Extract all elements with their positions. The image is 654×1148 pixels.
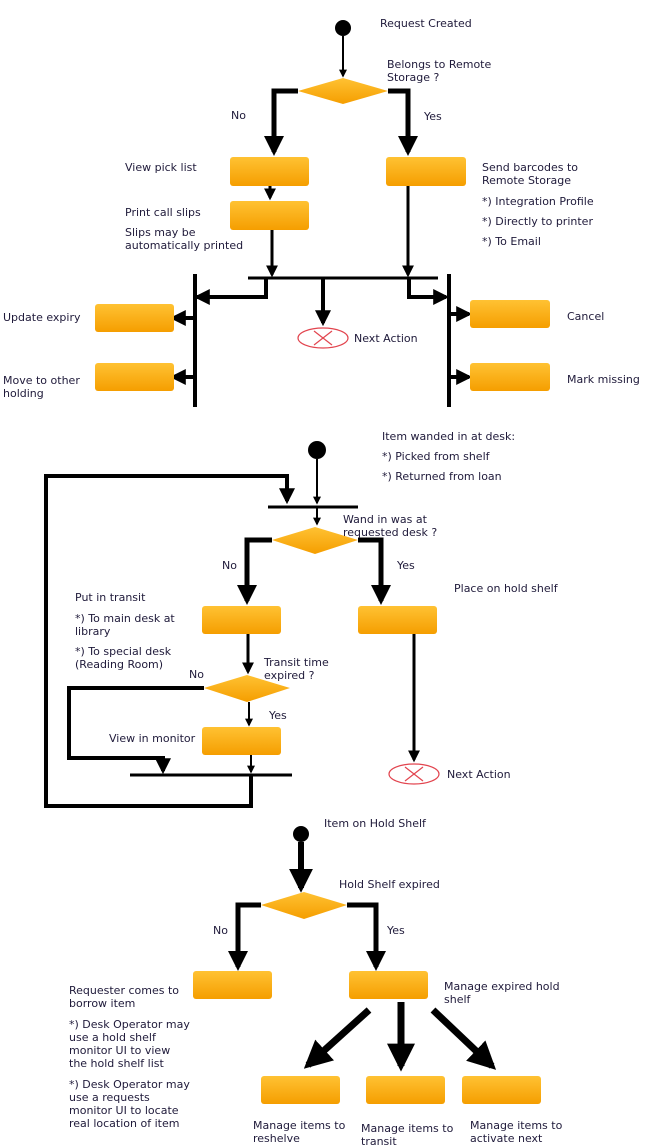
- flow3-edge-activate: [430, 1007, 497, 1070]
- flow3-reshelve-label: Manage items to reshelve: [253, 1119, 346, 1145]
- flow2-edge-no: [237, 537, 272, 605]
- flow2-put-transit-label: Put in transit: [75, 591, 146, 604]
- flow2-special-desk-label: *) To special desk (Reading Room): [75, 645, 172, 671]
- flow2-put-transit-node: [202, 606, 281, 634]
- flow2-decision-label: Wand in was at requested desk ?: [343, 513, 438, 539]
- flow2-yes2-label: Yes: [269, 709, 287, 722]
- flow2-start-title: Item wanded in at desk:: [382, 430, 516, 443]
- flow1-send-barcodes-label: Send barcodes to Remote Storage: [482, 161, 579, 187]
- flow1-view-pick-list-node: [230, 157, 309, 186]
- flow1-opt-integration: *) Integration Profile: [482, 195, 594, 208]
- flow1-move-holding-label: Move to other holding: [3, 374, 80, 400]
- flow2-hold-shelf-node: [358, 606, 437, 634]
- flow1-missing-label: Mark missing: [567, 373, 640, 386]
- flow1-edge-fork-left: [193, 278, 268, 305]
- flow3-start-node: [293, 826, 309, 842]
- flow3-transit-label: Manage items to transit: [361, 1122, 454, 1148]
- flow3-yes-label: Yes: [387, 924, 405, 937]
- flow3-edge-reshelve: [303, 1007, 372, 1069]
- flow1-cancel-node: [470, 300, 550, 328]
- flow1-cancel-label: Cancel: [567, 310, 605, 323]
- flow2-decision: [272, 527, 358, 554]
- flow2-transit-decision: [204, 675, 290, 702]
- flow1-slips-auto-label: Slips may be automatically printed: [125, 226, 244, 252]
- flow1-start-label: Request Created: [380, 17, 472, 30]
- flow2-view-monitor-label: View in monitor: [109, 732, 196, 745]
- flow2-edge-yes: [358, 537, 391, 605]
- flow1-update-expiry-label: Update expiry: [3, 311, 81, 324]
- flow2-next-action-label: Next Action: [447, 768, 511, 781]
- flow3-start-label: Item on Hold Shelf: [324, 817, 426, 830]
- flow2-start-node: [308, 441, 326, 459]
- flow1-end-node: [297, 327, 349, 349]
- flow2-edge-no2: [67, 686, 204, 775]
- flow3-activate-label: Manage items to activate next: [470, 1119, 563, 1145]
- flow2-edge-loop-back: [44, 474, 295, 808]
- flow1-next-action-label: Next Action: [354, 332, 418, 345]
- flow2-hold-shelf-label: Place on hold shelf: [454, 582, 558, 595]
- flow3-decision-label: Hold Shelf expired: [339, 878, 440, 891]
- flow3-transit-node: [366, 1076, 445, 1104]
- flow2-no-label: No: [222, 559, 237, 572]
- flow1-print-slips-node: [230, 201, 309, 230]
- flow1-opt-email: *) To Email: [482, 235, 541, 248]
- flow3-manage-expired-node: [349, 971, 428, 999]
- flow1-no-label: No: [231, 109, 246, 122]
- flow3-edge-no: [228, 902, 261, 971]
- flow3-requester-node: [193, 971, 272, 999]
- flow2-end-node: [388, 763, 440, 785]
- flow3-manage-expired-label: Manage expired hold shelf: [444, 980, 560, 1006]
- flow1-decision: [298, 78, 388, 104]
- flow2-start-opt1: *) Picked from shelf: [382, 450, 490, 463]
- flow1-update-expiry-node: [95, 304, 174, 332]
- flow3-no-label: No: [213, 924, 228, 937]
- flow1-print-slips-label: Print call slips: [125, 206, 201, 219]
- flow2-yes-label: Yes: [397, 559, 415, 572]
- flow1-opt-printer: *) Directly to printer: [482, 215, 593, 228]
- flow1-decision-label: Belongs to Remote Storage ?: [387, 58, 492, 84]
- flow1-start-node: [335, 20, 351, 36]
- flow3-decision: [261, 892, 347, 919]
- flow1-view-pick-list-label: View pick list: [125, 161, 197, 174]
- flow1-edge-no: [264, 88, 298, 156]
- flow3-reshelve-node: [261, 1076, 340, 1104]
- flow2-main-desk-label: *) To main desk at library: [75, 612, 175, 638]
- flow1-move-holding-node: [95, 363, 174, 391]
- flow2-start-opt2: *) Returned from loan: [382, 470, 502, 483]
- flow1-edge-yes: [388, 88, 418, 156]
- flow2-view-monitor-node: [202, 727, 281, 755]
- flow3-note2-label: *) Desk Operator may use a requests moni…: [69, 1078, 190, 1130]
- flow1-send-barcodes-node: [386, 157, 466, 186]
- flow1-missing-node: [470, 363, 550, 391]
- flow2-no2-label: No: [189, 668, 204, 681]
- flow3-note1-label: *) Desk Operator may use a hold shelf mo…: [69, 1018, 190, 1070]
- flow1-yes-label: Yes: [424, 110, 442, 123]
- flow2-transit-expired-label: Transit time expired ?: [264, 656, 329, 682]
- flow1-edge-fork-right: [407, 278, 450, 305]
- flow3-requester-label: Requester comes to borrow item: [69, 984, 179, 1010]
- flow3-edge-yes: [347, 902, 386, 971]
- flow3-activate-node: [462, 1076, 541, 1104]
